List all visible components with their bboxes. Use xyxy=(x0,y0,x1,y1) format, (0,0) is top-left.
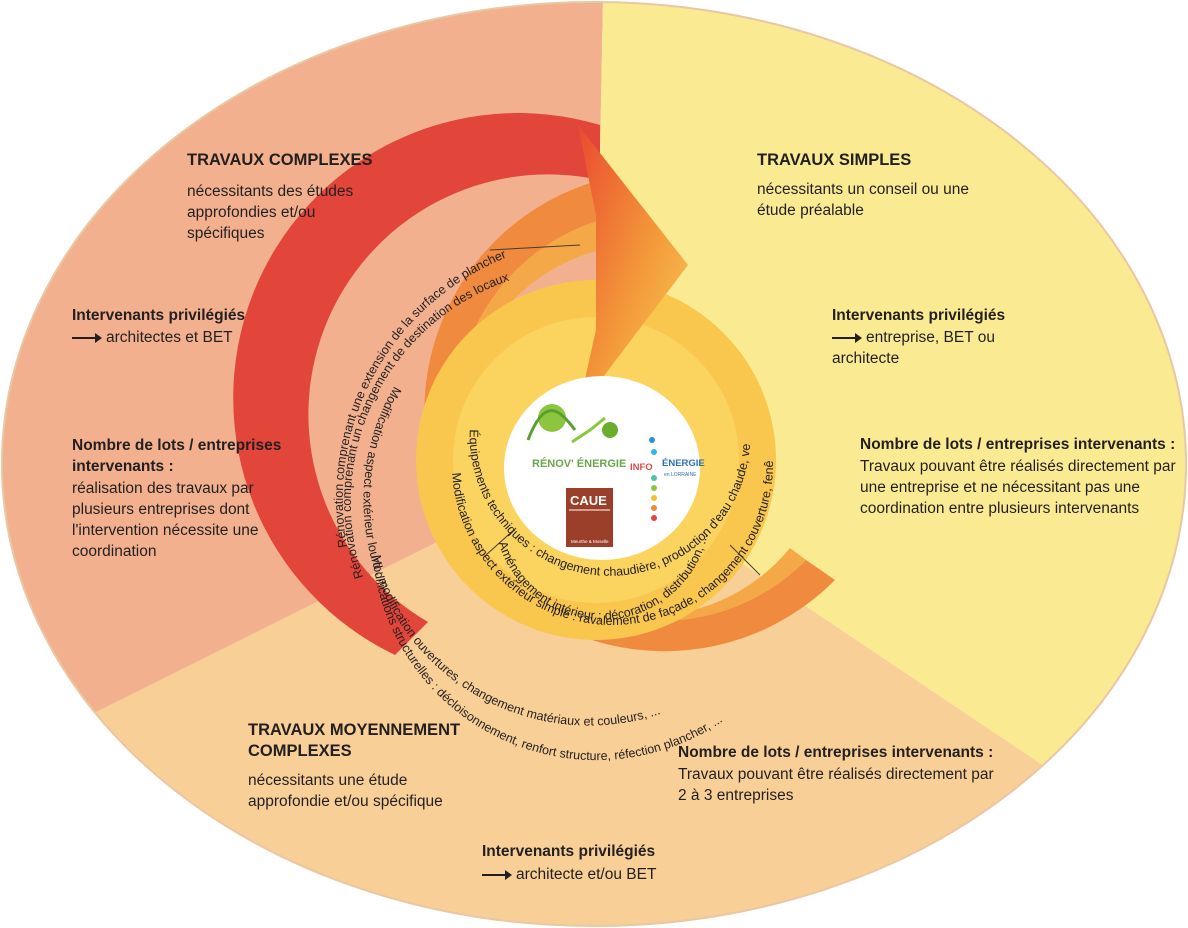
simple-sector xyxy=(594,2,1186,926)
complex-actors: architectes et BET xyxy=(72,327,233,348)
medium-sector xyxy=(2,464,1186,926)
complex-lots-title: Nombre de lots / entreprises intervenant… xyxy=(72,437,282,475)
light-orange-ring xyxy=(455,220,806,621)
medium-lots-text: Travaux pouvant être réalisés directemen… xyxy=(678,766,994,804)
medium-actors: architecte et/ou BET xyxy=(482,864,656,885)
complex-title: TRAVAUX COMPLEXES xyxy=(187,151,373,169)
svg-text:ÉNERGIE: ÉNERGIE xyxy=(662,458,705,469)
simple-actors-title: Intervenants privilégiés xyxy=(832,307,1006,324)
info-energie-logo: INFO ÉNERGIE en LORRAINE xyxy=(630,437,705,521)
svg-text:CAUE: CAUE xyxy=(570,493,607,508)
separator-1 xyxy=(485,527,517,556)
arrow-icon xyxy=(72,332,102,343)
red-ring xyxy=(233,113,600,656)
svg-text:Meurthe & Moselle: Meurthe & Moselle xyxy=(571,539,609,544)
simple-lots-text: Travaux pouvant être réalisés directemen… xyxy=(860,458,1176,517)
simple-title: TRAVAUX SIMPLES xyxy=(757,151,912,169)
medium-title: TRAVAUX MOYENNEMENT COMPLEXES xyxy=(248,721,461,760)
medium-desc: nécessitants une étude approfondie et/ou… xyxy=(248,772,443,810)
orange-ring xyxy=(424,180,835,652)
caue-logo: CAUE Meurthe & Moselle xyxy=(566,488,613,547)
simple-lots-title: Nombre de lots / entreprises intervenant… xyxy=(860,436,1176,453)
medium-lots-title: Nombre de lots / entreprises intervenant… xyxy=(678,744,994,761)
simple-desc: nécessitants un conseil ou une étude pré… xyxy=(757,181,969,219)
complex-actors-title: Intervenants privilégiés xyxy=(72,307,246,324)
medium-actors-title: Intervenants privilégiés xyxy=(482,843,656,860)
svg-text:en LORRAINE: en LORRAINE xyxy=(664,472,697,478)
simple-actors: entreprise, BET ou architecte xyxy=(832,329,995,367)
renov-energie-logo: RÉNOV' ÉNERGIE xyxy=(526,404,626,470)
complex-lots-text: réalisation des travaux par plusieurs en… xyxy=(72,480,259,560)
progress-arrow xyxy=(578,125,688,410)
svg-text:RÉNOV' ÉNERGIE: RÉNOV' ÉNERGIE xyxy=(532,457,626,470)
arrow-icon xyxy=(482,869,512,880)
separator-2 xyxy=(729,544,761,576)
svg-text:INFO: INFO xyxy=(630,462,653,473)
complex-desc: nécessitants des études approfondies et/… xyxy=(187,183,354,242)
arrow-icon xyxy=(832,332,862,343)
separator-3 xyxy=(489,244,581,251)
